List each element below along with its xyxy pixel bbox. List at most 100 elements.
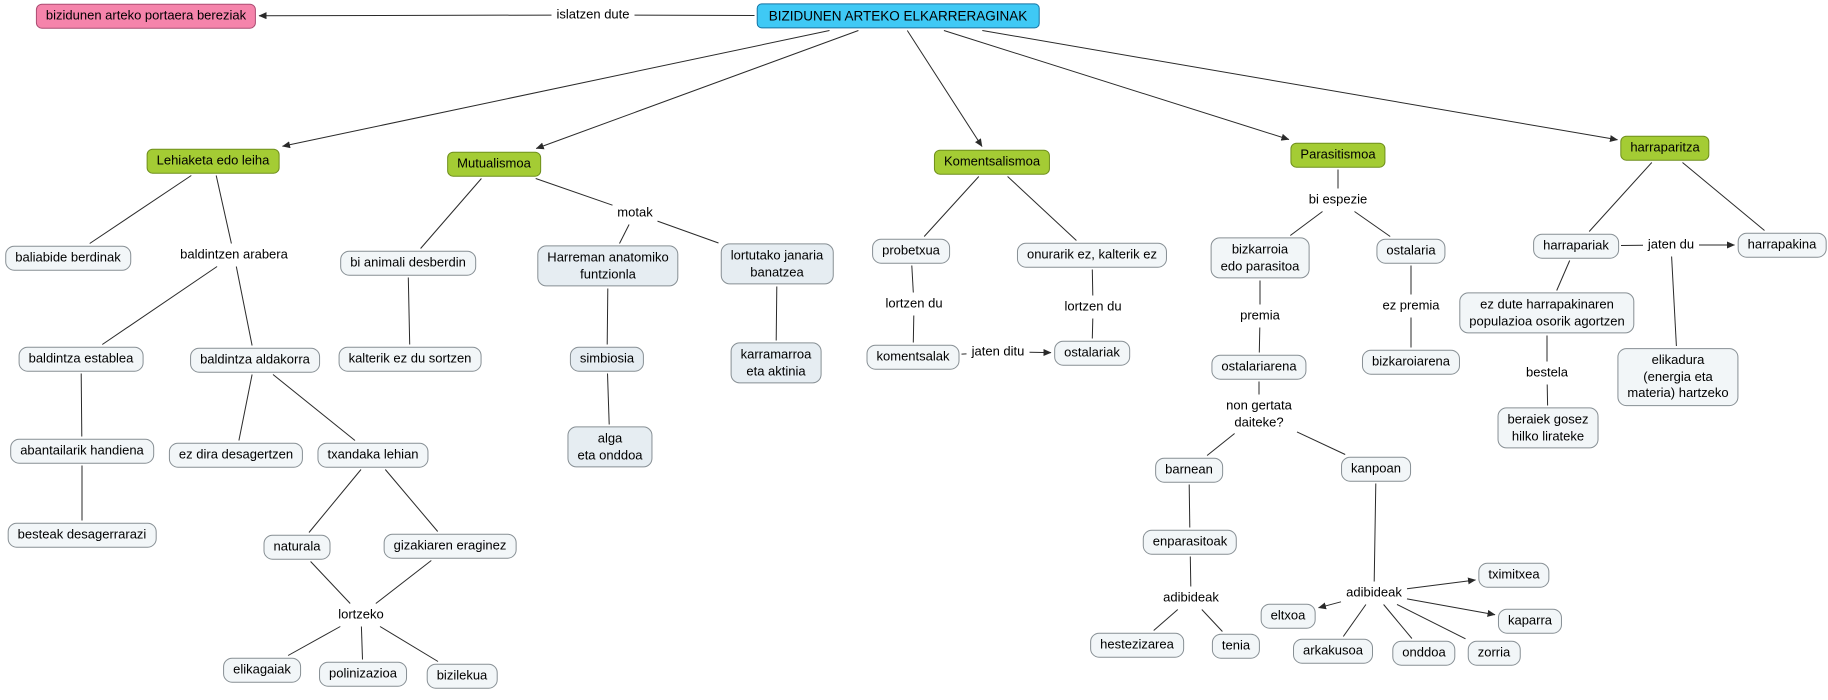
edge-baldintza-aldakorra--ez-dira-desagertzen [238, 374, 253, 441]
concept-node-ostalariarena[interactable]: ostalariarena [1211, 354, 1307, 380]
edge-root--mutualismoa [535, 30, 859, 150]
concept-node-parasitismoa[interactable]: Parasitismoa [1290, 142, 1386, 168]
edge-adibideak-2--arkakusoa [1342, 604, 1367, 637]
concept-node-onddoa[interactable]: onddoa [1392, 640, 1456, 666]
edge-baldintza-establea--abantailarik-handiena [80, 373, 83, 437]
concept-node-bizilekua[interactable]: bizilekua [426, 663, 498, 689]
concept-node-ez-dute-agortzen[interactable]: ez dute harrapakinaren populazioa osorik… [1459, 292, 1635, 334]
link-phrase-jaten-ditu: jaten ditu [971, 343, 1025, 359]
concept-node-tximitxea[interactable]: tximitxea [1478, 562, 1550, 588]
edge-root--lehiaketa [282, 30, 830, 149]
concept-node-ostalariak[interactable]: ostalariak [1054, 340, 1130, 366]
concept-node-kanpoan[interactable]: kanpoan [1341, 456, 1411, 482]
edge-adibideak-1--hestezizarea [1153, 609, 1179, 631]
edge-motak--harreman-anatomiko [619, 224, 630, 244]
edge-txandaka-lehian--naturala [308, 469, 362, 533]
edge-bi-animali-desberdin--kalterik-ez [407, 277, 411, 345]
edge-root--komentsalismoa [906, 30, 983, 147]
edge-lortutako-janaria--karramarroa-aktinia [775, 286, 778, 341]
concept-node-komentsalismoa[interactable]: Komentsalismoa [933, 149, 1051, 175]
link-phrase-adibideak-2: adibideak [1346, 584, 1402, 600]
link-phrase-jaten-du: jaten du [1647, 236, 1695, 252]
concept-node-baliabide-berdinak[interactable]: baliabide berdinak [5, 245, 131, 271]
concept-node-alga-onddoa[interactable]: alga eta onddoa [567, 426, 653, 468]
link-phrase-adibideak-1: adibideak [1163, 589, 1219, 605]
concept-node-barnean[interactable]: barnean [1155, 457, 1223, 483]
concept-node-abantailarik-handiena[interactable]: abantailarik handiena [10, 438, 154, 464]
concept-node-enparasitoak[interactable]: enparasitoak [1142, 529, 1238, 555]
concept-node-simbiosia[interactable]: simbiosia [569, 346, 645, 372]
concept-node-txandaka-lehian[interactable]: txandaka lehian [317, 442, 429, 468]
concept-node-harrapariak[interactable]: harrapariak [1533, 233, 1619, 259]
edge-adibideak-2--eltxoa [1318, 601, 1342, 610]
link-phrase-baldintzen-arabera: baldintzen arabera [180, 246, 288, 262]
concept-node-onurarik-ez[interactable]: onurarik ez, kalterik ez [1016, 242, 1168, 268]
link-phrase-ez-premia: ez premia [1382, 297, 1440, 313]
edge-root--harraparitza [982, 30, 1618, 142]
edge-lehiaketa--baldintzen-arabera [215, 175, 232, 244]
concept-node-portaera-bereziak[interactable]: bizidunen arteko portaera bereziak [35, 3, 257, 29]
link-phrase-non-gertata: non gertata daiteke? [1226, 397, 1292, 429]
concept-node-karramarroa-aktinia[interactable]: karramarroa eta aktinia [730, 342, 822, 384]
edge-non-gertata--kanpoan [1296, 431, 1346, 455]
link-phrase-lortzeko: lortzeko [338, 606, 384, 622]
link-phrase-bestela: bestela [1526, 364, 1568, 380]
concept-node-polinizazioa[interactable]: polinizazioa [319, 661, 407, 687]
concept-node-root[interactable]: BIZIDUNEN ARTEKO ELKARRERAGINAK [756, 3, 1040, 29]
edge-harrapariak--ez-dute-agortzen [1556, 260, 1571, 291]
link-phrase-premia: premia [1240, 307, 1280, 323]
edge-adibideak-1--tenia [1201, 609, 1223, 632]
edge-adibideak-2--tximitxea [1406, 577, 1476, 590]
concept-node-bizkarroia[interactable]: bizkarroia edo parasitoa [1210, 237, 1310, 279]
edge-baldintza-aldakorra--txandaka-lehian [272, 374, 356, 441]
concept-node-eltxoa[interactable]: eltxoa [1260, 603, 1316, 629]
link-phrase-lortzen-du-2: lortzen du [1064, 298, 1122, 314]
edge-bi-espezie--bizkarroia [1290, 211, 1323, 236]
concept-node-zorria[interactable]: zorria [1467, 640, 1521, 666]
edge-mutualismoa--motak [535, 178, 613, 206]
edge-lortzen-du-1--komentsalak [912, 315, 915, 343]
edge-baldintzen-arabera--baldintza-establea [102, 266, 218, 345]
concept-node-lortutako-janaria[interactable]: lortutako janaria banatzea [720, 243, 834, 285]
concept-node-tenia[interactable]: tenia [1211, 633, 1261, 659]
edge-bi-espezie--ostalaria [1354, 211, 1391, 237]
concept-node-ostalaria[interactable]: ostalaria [1376, 238, 1446, 264]
concept-node-mutualismoa[interactable]: Mutualismoa [447, 151, 541, 177]
edge-kanpoan--adibideak-2 [1373, 483, 1377, 582]
concept-node-harrapakina[interactable]: harrapakina [1737, 232, 1827, 258]
edge-probetxua--lortzen-du-1 [911, 265, 914, 293]
concept-node-kalterik-ez[interactable]: kalterik ez du sortzen [338, 346, 482, 372]
link-phrase-motak: motak [617, 204, 653, 220]
concept-node-arkakusoa[interactable]: arkakusoa [1293, 638, 1373, 664]
edge-motak--lortutako-janaria [657, 220, 719, 244]
edge-simbiosia--alga-onddoa [607, 373, 610, 425]
edge-adibideak-2--kaparra [1406, 598, 1496, 617]
edge-lortzeko--bizilekua [379, 626, 439, 662]
edge-lehiaketa--baliabide-berdinak [89, 175, 192, 244]
concept-node-bi-animali-desberdin[interactable]: bi animali desberdin [340, 250, 476, 276]
concept-node-gizakiaren-eraginez[interactable]: gizakiaren eraginez [383, 533, 517, 559]
concept-node-naturala[interactable]: naturala [263, 534, 331, 560]
edge-islatzen-dute--portaera-bereziak [258, 12, 552, 20]
concept-node-baldintza-aldakorra[interactable]: baldintza aldakorra [190, 347, 320, 373]
concept-node-besteak-desagerrarazi[interactable]: besteak desagerrarazi [7, 522, 157, 548]
concept-node-komentsalak[interactable]: komentsalak [866, 344, 960, 370]
concept-node-harreman-anatomiko[interactable]: Harreman anatomiko funtzionla [537, 245, 679, 287]
edge-adibideak-2--zorria [1396, 604, 1466, 640]
concept-node-elikadura-hartzeko[interactable]: elikadura (energia eta materia) hartzeko [1617, 348, 1739, 406]
concept-node-hestezizarea[interactable]: hestezizarea [1090, 632, 1184, 658]
concept-node-probetxua[interactable]: probetxua [872, 238, 950, 264]
concept-node-beraiek-gosez[interactable]: beraiek gosez hilko lirateke [1497, 407, 1599, 449]
link-phrase-lortzen-du-1: lortzen du [885, 295, 943, 311]
concept-node-kaparra[interactable]: kaparra [1497, 608, 1563, 634]
concept-node-bizkaroiarena[interactable]: bizkaroiarena [1361, 349, 1461, 375]
concept-node-elikagaiak[interactable]: elikagaiak [223, 657, 301, 683]
concept-node-ez-dira-desagertzen[interactable]: ez dira desagertzen [168, 442, 304, 468]
concept-node-harraparitza[interactable]: harraparitza [1620, 135, 1710, 161]
edge-komentsalismoa--probetxua [923, 176, 980, 237]
edge-txandaka-lehian--gizakiaren-eraginez [384, 469, 439, 532]
concept-node-baldintza-establea[interactable]: baldintza establea [18, 346, 144, 372]
concept-node-lehiaketa[interactable]: Lehiaketa edo leiha [146, 148, 280, 174]
